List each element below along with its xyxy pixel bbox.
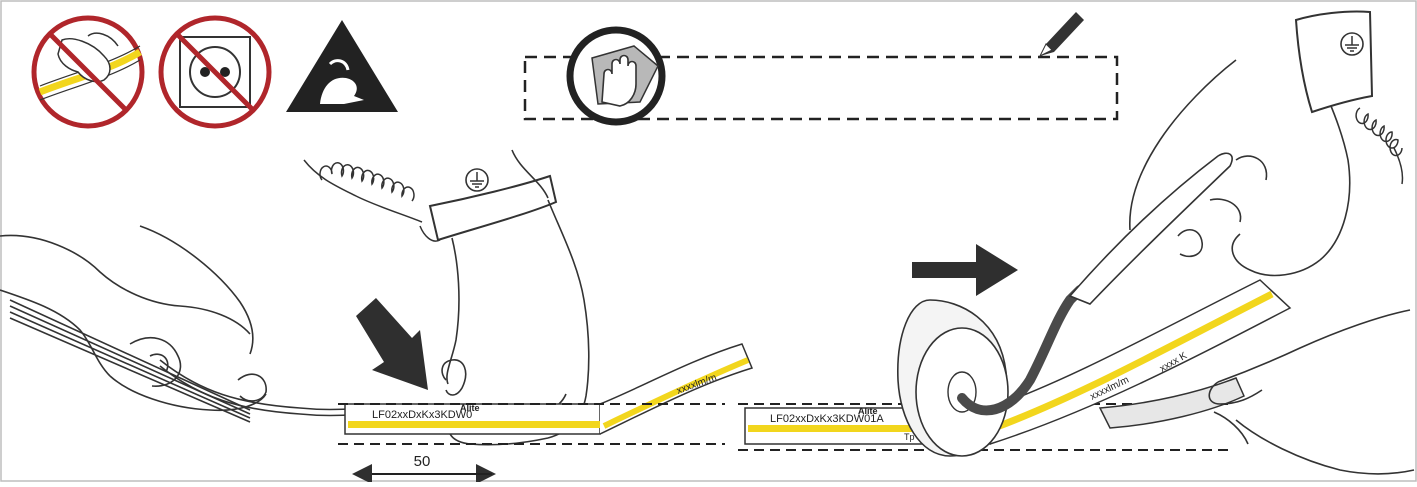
dimension-label: 50 xyxy=(414,453,431,470)
clean-surface-hand-icon xyxy=(570,30,662,122)
ground-symbol-icon xyxy=(466,169,488,191)
strip-brand-text-right: Alite xyxy=(858,406,878,416)
strip-print-text: LF02xxDxKx3KDW0 xyxy=(372,409,472,421)
wrist-strap-right xyxy=(1296,11,1372,112)
no-mains-socket-icon xyxy=(161,18,269,126)
no-touch-strip-icon xyxy=(34,18,142,126)
ground-symbol-icon xyxy=(1341,33,1363,55)
